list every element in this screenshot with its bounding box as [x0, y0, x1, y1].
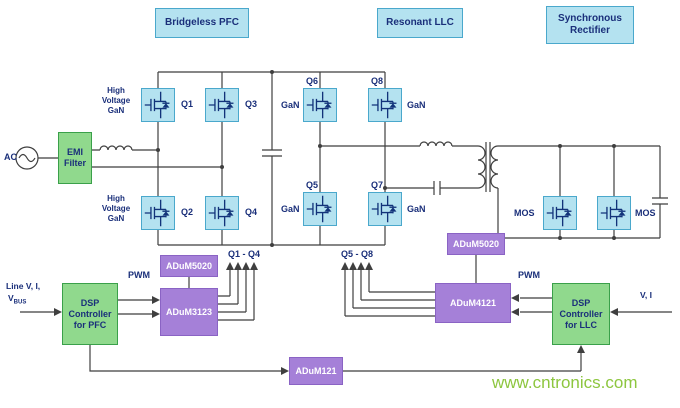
gan-label-q7: GaN — [407, 204, 426, 214]
mosfet-icon — [143, 198, 173, 228]
emi-filter-label: EMI — [66, 147, 83, 157]
gan-label-q8: GaN — [407, 100, 426, 110]
q6-label: Q6 — [306, 76, 319, 86]
mosfet-icon — [207, 90, 237, 120]
mosfet-q4 — [205, 196, 239, 230]
dsp-controller-llc-block: DSP Controller for LLC — [552, 283, 610, 345]
mosfet-q7 — [368, 192, 402, 226]
mos-left-label: MOS — [514, 208, 535, 218]
q3-label: Q3 — [245, 99, 258, 109]
high-voltage-gan-label-bottom: High Voltage GaN — [101, 194, 131, 223]
line-sense-label: Line V, I, — [6, 281, 41, 291]
q2-label: Q2 — [181, 207, 194, 217]
control-wires — [20, 255, 672, 372]
gates-q1-q4-label: Q1 - Q4 — [227, 249, 260, 259]
bus-capacitor-symbol — [262, 72, 282, 245]
q4-label: Q4 — [245, 207, 258, 217]
pwm-right-label: PWM — [518, 270, 540, 280]
resonant-capacitor-symbol — [385, 181, 478, 195]
mosfet-q3 — [205, 88, 239, 122]
pwm-left-label: PWM — [128, 270, 150, 280]
transformer-symbol — [477, 142, 499, 192]
mosfet-icon — [143, 90, 173, 120]
llc-resonant-inductor-coil — [320, 141, 478, 147]
adum121-block: ADuM121 — [289, 357, 343, 385]
mosfet-icon — [305, 90, 335, 120]
dsp-controller-pfc-block: DSP Controller for PFC — [62, 283, 118, 345]
ac-source-label: AC — [4, 152, 17, 162]
gan-label-q6: GaN — [281, 100, 300, 110]
section-label-text: Synchronous Rectifier — [558, 13, 622, 36]
gan-label-q5: GaN — [281, 204, 300, 214]
q1-label: Q1 — [181, 99, 194, 109]
mos-right-label: MOS — [635, 208, 656, 218]
pfc-inductor-coil — [99, 145, 133, 151]
watermark-text: www.cntronics.com — [492, 373, 638, 392]
rectifier-wires — [497, 145, 660, 239]
mosfet-icon — [370, 194, 400, 224]
q8-label: Q8 — [371, 76, 384, 86]
section-label-text: Resonant LLC — [386, 17, 454, 28]
mosfet-sr-left — [543, 196, 577, 230]
adum3123-block: ADuM3123 — [160, 288, 218, 336]
signal-arrowheads — [54, 262, 618, 375]
mosfet-icon — [545, 198, 575, 228]
section-label-resonant-llc: Resonant LLC — [377, 8, 463, 38]
emi-filter-label: Filter — [63, 158, 86, 168]
gates-q5-q8-label: Q5 - Q8 — [340, 249, 373, 259]
mosfet-icon — [370, 90, 400, 120]
mosfet-q1 — [141, 88, 175, 122]
mosfet-q8 — [368, 88, 402, 122]
q7-label: Q7 — [371, 180, 384, 190]
mosfet-icon — [305, 194, 335, 224]
emi-filter-block: EMI Filter — [58, 132, 92, 184]
mosfet-icon — [207, 198, 237, 228]
adum4121-block: ADuM4121 — [435, 283, 511, 323]
ac-source-symbol — [15, 146, 39, 170]
mosfet-q2 — [141, 196, 175, 230]
section-label-bridgeless-pfc: Bridgeless PFC — [155, 8, 249, 38]
section-label-text: Bridgeless PFC — [165, 17, 239, 28]
mosfet-q5 — [303, 192, 337, 226]
output-capacitor-symbol — [652, 146, 668, 238]
section-label-synchronous-rectifier: Synchronous Rectifier — [546, 6, 634, 44]
mosfet-sr-right — [597, 196, 631, 230]
mosfet-q6 — [303, 88, 337, 122]
high-voltage-gan-label-top: High Voltage GaN — [101, 86, 131, 115]
adum5020-left-block: ADuM5020 — [160, 255, 218, 277]
junction-dots — [156, 70, 616, 247]
q5-label: Q5 — [306, 180, 319, 190]
vbus-label: VBUS — [8, 293, 27, 306]
adum5020-right-block: ADuM5020 — [447, 233, 505, 255]
mosfet-icon — [599, 198, 629, 228]
v-i-label: V, I — [640, 290, 652, 300]
